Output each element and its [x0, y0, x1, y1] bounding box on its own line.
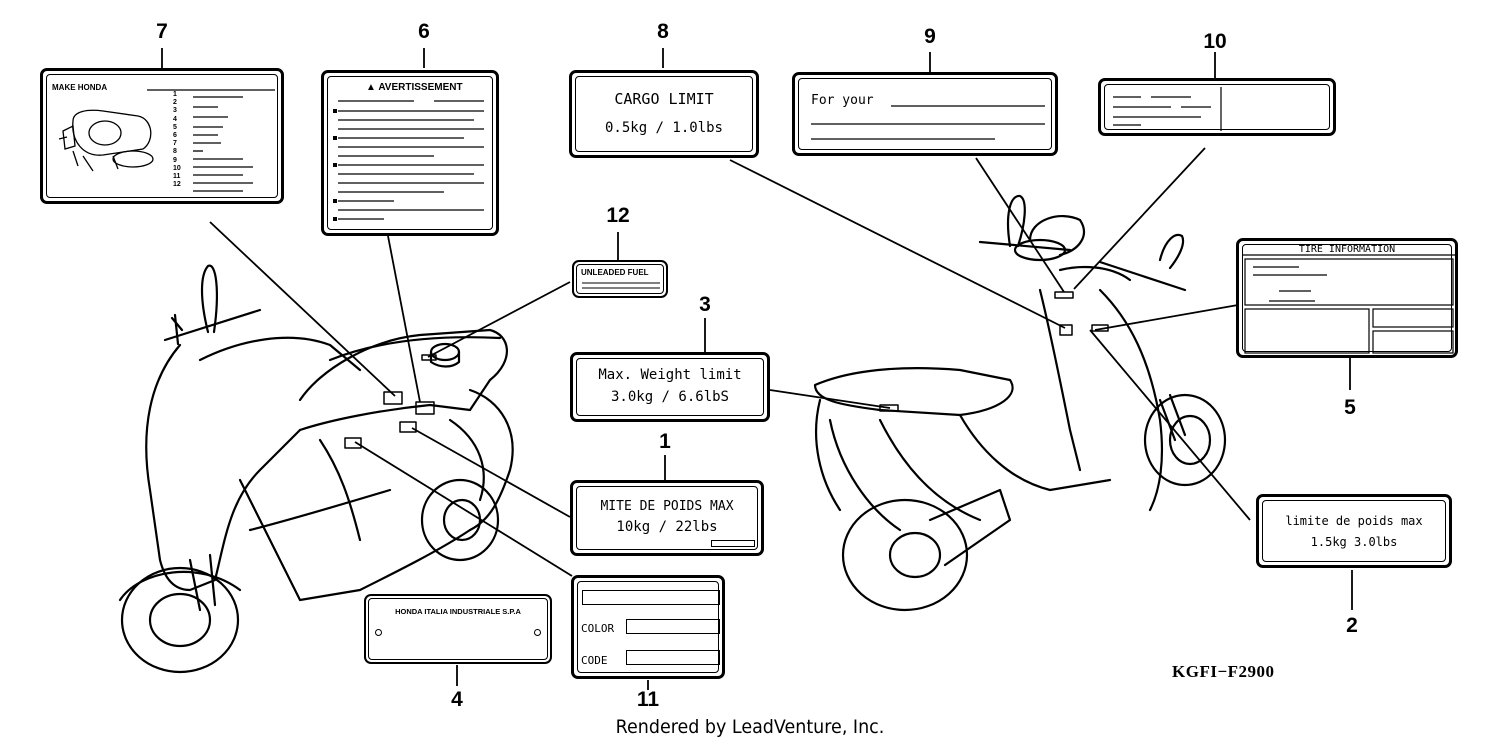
- rivet-right-icon: [534, 629, 541, 636]
- callout-5: 5: [1344, 396, 1356, 419]
- warning-triangle-icon: ▲: [366, 82, 376, 93]
- poids-max-1-value: 10kg / 22lbs: [616, 519, 718, 535]
- avertissement-title: AVERTISSEMENT: [378, 82, 463, 93]
- callout-2: 2: [1346, 614, 1358, 637]
- for-your-text: For your: [811, 93, 874, 108]
- poids-max-2-value: 1.5kg 3.0lbs: [1310, 535, 1398, 549]
- code-box: [626, 650, 720, 665]
- unleaded-fuel-text: UNLEADED FUEL: [581, 268, 649, 277]
- render-credit: Rendered by LeadVenture, Inc.: [615, 716, 885, 738]
- color-label: COLOR: [581, 622, 615, 635]
- callout-3: 3: [699, 293, 711, 316]
- color-code-top-box: [582, 590, 720, 605]
- honda-italia-text: HONDA ITALIA INDUSTRIALE S.P.A: [395, 607, 521, 616]
- label-tire-information: TIRE INFORMATION: [1236, 238, 1458, 358]
- label-for-your: For your: [792, 72, 1058, 156]
- avertissement-text-lines: [333, 100, 484, 221]
- label-color-code: COLOR CODE: [571, 575, 725, 679]
- max-weight-title: Max. Weight limit: [598, 367, 742, 383]
- poids-max-1-title: MITE DE POIDS MAX: [600, 499, 734, 514]
- callout-1: 1: [659, 430, 671, 453]
- label-poids-max-2: limite de poids max 1.5kg 3.0lbs: [1256, 494, 1452, 568]
- label-10-lines: [1113, 87, 1222, 131]
- callout-7: 7: [156, 20, 168, 43]
- for-your-text-lines: [811, 105, 1045, 140]
- code-label: CODE: [581, 654, 608, 667]
- label-10: [1098, 78, 1336, 136]
- diagram-reference-code: KGFI−F2900: [1172, 662, 1275, 681]
- callout-10: 10: [1203, 30, 1227, 53]
- label-honda-italia: HONDA ITALIA INDUSTRIALE S.P.A: [364, 594, 552, 664]
- unleaded-fuel-lines: [582, 282, 660, 289]
- make-honda-title: MAKE HONDA: [52, 83, 108, 92]
- leader-lines: [161, 48, 1353, 690]
- right-scooter-drawing: [813, 194, 1227, 612]
- label-cargo-limit: CARGO LIMIT 0.5kg / 1.0lbs: [569, 70, 759, 158]
- poids-max-2-title: limite de poids max: [1285, 514, 1423, 528]
- callout-12: 12: [606, 204, 630, 227]
- tire-info-grid: [1243, 254, 1455, 354]
- label-poids-max-1: MITE DE POIDS MAX 10kg / 22lbs: [570, 480, 764, 556]
- callout-9: 9: [924, 25, 936, 48]
- callout-4: 4: [451, 688, 463, 711]
- left-scooter-drawing: [118, 264, 514, 674]
- color-box: [626, 619, 720, 634]
- max-weight-value: 3.0kg / 6.6lbS: [610, 389, 729, 405]
- make-honda-row-numbers: 1 2 3 4 5 6 7 8 9 10 11 12: [173, 91, 181, 189]
- callout-6: 6: [418, 20, 430, 43]
- label-max-weight-limit: Max. Weight limit 3.0kg / 6.6lbS: [570, 352, 770, 422]
- label-unleaded-fuel: UNLEADED FUEL: [572, 260, 668, 298]
- label-avertissement: ▲ AVERTISSEMENT: [321, 70, 499, 236]
- cargo-limit-value: 0.5kg / 1.0lbs: [604, 120, 723, 136]
- label-make-honda: MAKE HONDA 1 2 3 4 5 6: [40, 68, 284, 204]
- callout-11: 11: [636, 688, 660, 711]
- cargo-limit-title: CARGO LIMIT: [614, 90, 714, 108]
- tire-info-title: TIRE INFORMATION: [1298, 244, 1396, 255]
- poids-max-1-bar: [711, 540, 755, 547]
- rivet-left-icon: [375, 629, 382, 636]
- make-honda-graphic: [58, 89, 275, 192]
- callout-8: 8: [657, 20, 669, 43]
